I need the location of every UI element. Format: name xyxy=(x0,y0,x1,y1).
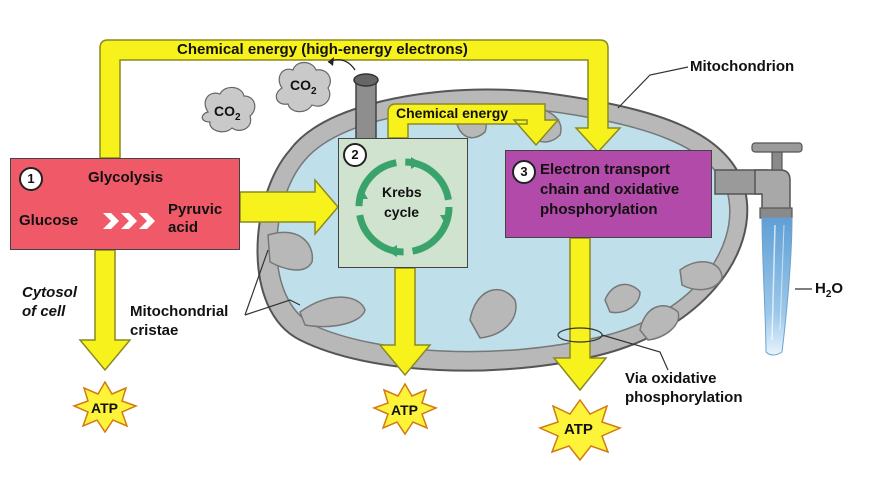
via-label-line2: phosphorylation xyxy=(625,389,743,406)
via-label-line1: Via oxidative xyxy=(625,370,717,387)
krebs-atp-arrow xyxy=(378,267,432,377)
krebs-line1: Krebs xyxy=(382,184,422,200)
atp-label-krebs: ATP xyxy=(391,402,418,418)
h2o-o: O xyxy=(831,280,844,297)
cristae-label-line2: cristae xyxy=(130,322,179,339)
mitochondrion-leader xyxy=(617,66,689,109)
glycolysis-title: Glycolysis xyxy=(88,169,164,186)
etc-line2: chain and oxidative xyxy=(540,181,680,198)
top-arrow-label: Chemical energy (high-energy electrons) xyxy=(177,41,468,58)
glycolysis-atp-arrow xyxy=(78,249,132,372)
etc-box: 3 Electron transport chain and oxidative… xyxy=(505,150,712,238)
cytosol-label-line2: of cell xyxy=(22,303,66,320)
atp-burst-glycolysis xyxy=(71,380,139,434)
krebs-line2: cycle xyxy=(384,204,420,220)
co2-subscript: 2 xyxy=(235,111,241,123)
h2o-label: H2O xyxy=(815,280,843,300)
via-leader xyxy=(601,334,669,371)
h2o-h: H xyxy=(815,280,826,297)
co2-cloud-1 xyxy=(275,61,331,113)
water-stream xyxy=(761,217,793,356)
glycolysis-steps-icon xyxy=(103,213,155,229)
mitochondrion-label: Mitochondrion xyxy=(690,58,795,75)
stage-number-2: 2 xyxy=(343,143,367,167)
glycolysis-box: 1 Glycolysis Glucose Pyruvic acid xyxy=(10,158,240,250)
stage-number-3: 3 xyxy=(512,160,536,184)
h2o-subscript: 2 xyxy=(825,289,832,300)
cytosol-label-line1: Cytosol xyxy=(22,284,78,301)
co2-exhaust-pipe xyxy=(353,73,379,141)
etc-line3: phosphorylation xyxy=(540,201,658,218)
atp-label-oxidative: ATP xyxy=(564,421,593,438)
glucose-label: Glucose xyxy=(19,212,79,229)
stage-number-1: 1 xyxy=(19,167,43,191)
cristae-leader xyxy=(244,299,301,316)
mid-energy-arrow xyxy=(387,103,560,147)
co2-subscript: 2 xyxy=(311,85,317,97)
co2-label-1: CO2 xyxy=(290,77,317,97)
atp-label-glycolysis: ATP xyxy=(91,400,118,416)
etc-atp-arrow xyxy=(552,237,608,392)
faucet-icon xyxy=(714,142,803,219)
krebs-cycle-ring xyxy=(355,157,453,257)
cristae-label-line1: Mitochondrial xyxy=(130,303,229,320)
etc-line1: Electron transport xyxy=(540,161,671,178)
atp-burst-krebs xyxy=(371,382,439,436)
co2-text: CO xyxy=(290,77,311,93)
cristae-leader-2 xyxy=(244,249,269,316)
krebs-box: 2 Krebs cycle xyxy=(338,138,468,268)
acid-label: acid xyxy=(168,219,199,236)
top-energy-arrow xyxy=(99,39,622,159)
mid-arrow-label: Chemical energy xyxy=(396,105,509,121)
atp-burst-oxidative xyxy=(537,398,623,462)
pyruvate-arrow xyxy=(239,177,339,237)
co2-text: CO xyxy=(214,103,235,119)
co2-label-2: CO2 xyxy=(214,103,241,123)
pyruvic-label: Pyruvic xyxy=(168,201,223,218)
co2-cloud-2 xyxy=(201,86,256,133)
